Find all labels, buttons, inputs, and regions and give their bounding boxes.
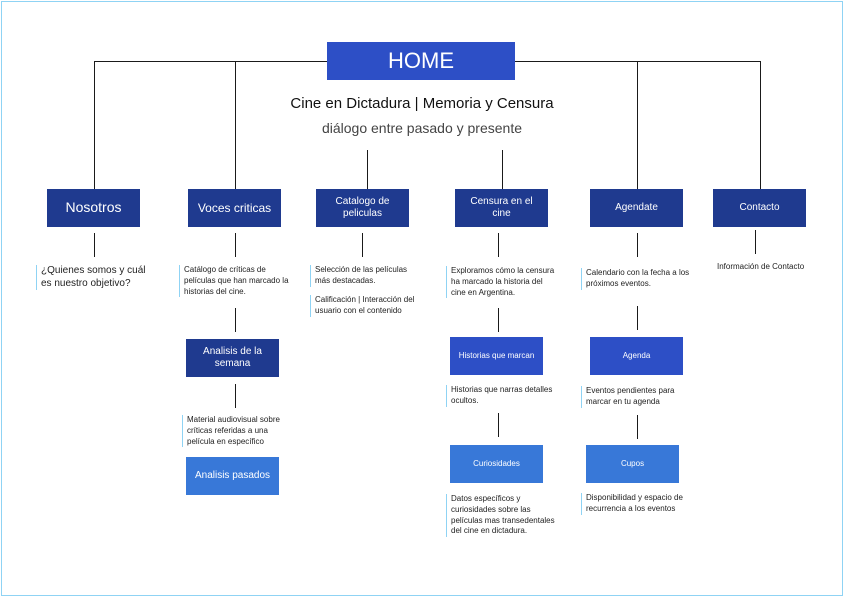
connector-agenda [637, 306, 638, 330]
voces-criticas-box[interactable]: Voces criticas [188, 189, 281, 227]
connector-voces [235, 61, 236, 189]
analisis-pasados-box[interactable]: Analisis pasados [186, 457, 279, 495]
connector-voces-desc [235, 233, 236, 257]
censura-box[interactable]: Censura en el cine [455, 189, 548, 227]
nosotros-desc: ¿Quienes somos y cuál es nuestro objetiv… [36, 265, 151, 290]
connector-contacto-desc [755, 230, 756, 254]
connector-historias [498, 308, 499, 332]
contacto-box[interactable]: Contacto [713, 189, 806, 227]
agenda-box[interactable]: Agenda [590, 337, 683, 375]
connector-analisis-desc [235, 384, 236, 408]
connector-cupos [637, 415, 638, 439]
catalogo-desc-1: Selección de las películas más destacada… [310, 265, 415, 287]
historias-box[interactable]: Historias que marcan [450, 337, 543, 375]
home-box[interactable]: HOME [327, 42, 515, 80]
connector-agendate-desc [637, 233, 638, 257]
cupos-box[interactable]: Cupos [586, 445, 679, 483]
connector-catalogo [367, 150, 368, 189]
agendate-desc: Calendario con la fecha a los próximos e… [581, 268, 692, 290]
curiosidades-box[interactable]: Curiosidades [450, 445, 543, 483]
connector-contacto [760, 61, 761, 189]
connector-nosotros [94, 61, 95, 189]
agendate-box[interactable]: Agendate [590, 189, 683, 227]
home-subtitle: Cine en Dictadura | Memoria y Censura [290, 95, 554, 112]
analisis-semana-box[interactable]: Analisis de la semana [186, 339, 279, 377]
catalogo-box[interactable]: Catalogo de peliculas [316, 189, 409, 227]
connector-nosotros-desc [94, 233, 95, 257]
nosotros-box[interactable]: Nosotros [47, 189, 140, 227]
catalogo-desc-2: Calificación | Interacción del usuario c… [310, 295, 415, 317]
connector-censura-desc [498, 233, 499, 257]
connector-agendate [637, 61, 638, 189]
contacto-desc: Información de Contacto [717, 262, 805, 271]
connector-catalogo-desc [362, 233, 363, 257]
curiosidades-desc: Datos específicos y curiosidades sobre l… [446, 494, 559, 538]
censura-desc: Exploramos cómo la censura ha marcado la… [446, 266, 557, 299]
agenda-desc: Eventos pendientes para marcar en tu age… [581, 386, 692, 408]
voces-desc: Catálogo de críticas de películas que ha… [179, 265, 294, 298]
connector-analisis [235, 308, 236, 332]
connector-curiosidades [498, 413, 499, 437]
connector-censura [502, 150, 503, 189]
home-tagline: diálogo entre pasado y presente [321, 120, 523, 136]
historias-desc: Historias que narras detalles ocultos. [446, 385, 557, 407]
cupos-desc: Disponibilidad y espacio de recurrencia … [581, 493, 694, 515]
analisis-semana-desc: Material audiovisual sobre críticas refe… [182, 415, 297, 448]
